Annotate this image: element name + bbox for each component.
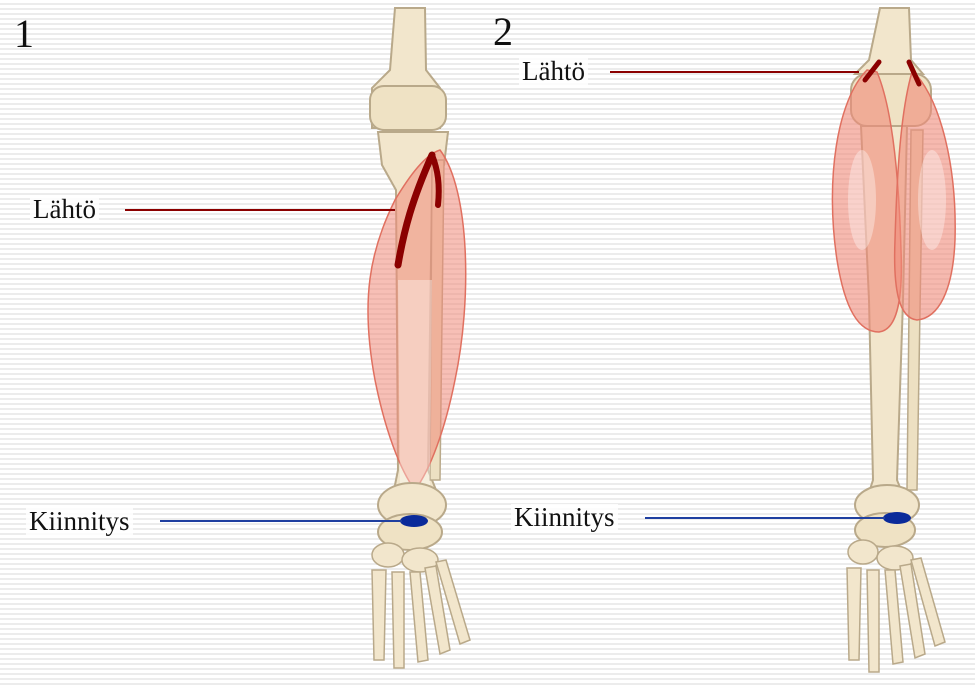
knee-joint [370, 86, 446, 130]
panel-2-gastrocnemius: 2 Lähtö Kiinnitys [487, 0, 975, 686]
origin-label: Lähtö [30, 196, 99, 223]
insertion-marker [400, 515, 428, 527]
panel-number: 2 [493, 12, 513, 52]
leg-illustration-1 [0, 0, 487, 686]
panel-number: 1 [14, 14, 34, 54]
insertion-marker [883, 512, 911, 524]
panel-1-soleus: 1 Lähtö Kiinnitys [0, 0, 487, 686]
leg-illustration-2 [487, 0, 975, 686]
origin-label: Lähtö [519, 58, 588, 85]
foot-bones [847, 540, 945, 672]
femur [855, 8, 923, 74]
insertion-label: Kiinnitys [511, 504, 618, 531]
insertion-label: Kiinnitys [26, 508, 133, 535]
achilles-tendon [398, 280, 432, 490]
foot-bones [372, 543, 470, 668]
muscle-highlight [848, 150, 876, 250]
muscle-highlight [918, 150, 946, 250]
